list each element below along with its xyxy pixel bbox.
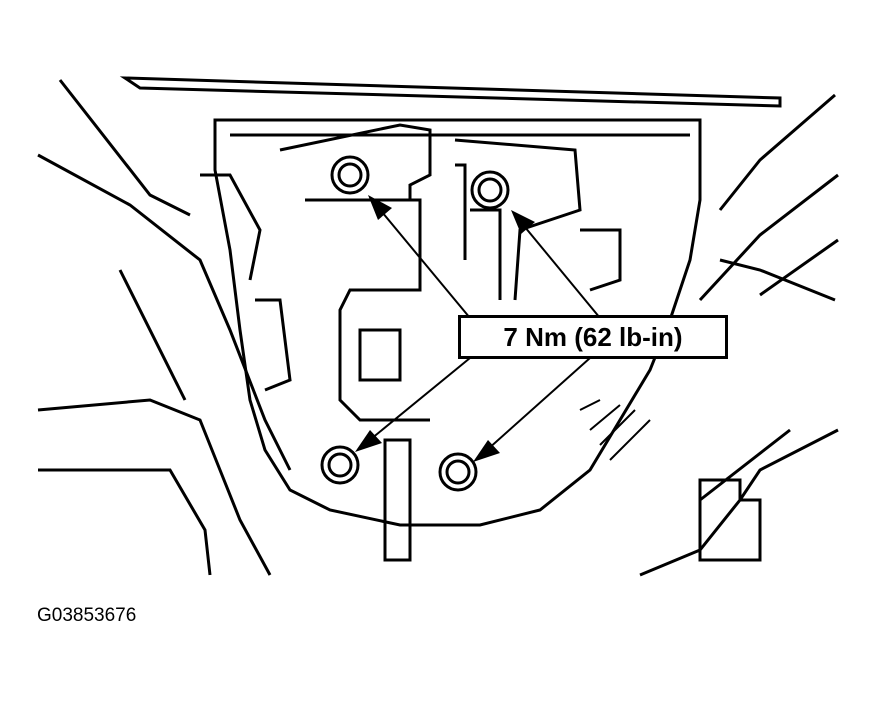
leader-arrows: [355, 195, 601, 462]
torque-spec-label: 7 Nm (62 lb-in): [503, 321, 683, 352]
bolt-lower-right: [438, 452, 478, 492]
torque-callout: 7 Nm (62 lb-in): [458, 315, 728, 359]
figure-id: G03853676: [37, 605, 137, 626]
bolts: [320, 155, 510, 492]
console-bezel: [200, 118, 702, 562]
bolt-upper-right: [470, 170, 510, 210]
bolt-upper-left: [330, 155, 370, 195]
outer-trim: [37, 76, 839, 577]
bolt-lower-left: [320, 445, 360, 485]
